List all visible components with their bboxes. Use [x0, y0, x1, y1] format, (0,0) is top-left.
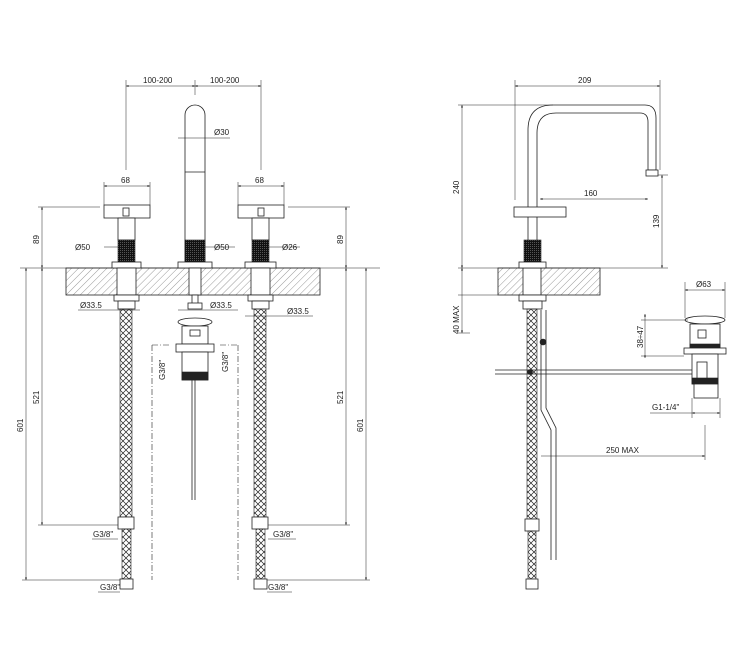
dim-drain-thread: G1-1/4"	[652, 403, 679, 412]
dim-left-hose-short: 521	[32, 390, 41, 404]
dim-spacing-left: 100-200	[143, 76, 173, 85]
dim-drain-diameter: Ø63	[696, 280, 712, 289]
side-view: 209 240 160 139 40 MAX Ø63 38÷47	[452, 76, 727, 590]
dim-outlet-height: 139	[652, 214, 661, 228]
right-handle	[237, 204, 285, 310]
dim-right-base: Ø26	[282, 243, 298, 252]
dim-left-base: Ø50	[75, 243, 91, 252]
front-view: 100-200 100-200 Ø30 68 68 89 89 Ø50 Ø50 …	[16, 76, 380, 593]
dim-handle-width-left: 68	[121, 176, 130, 185]
dim-drain-thread-right: G3/8"	[221, 352, 230, 372]
dim-spout-shank: Ø33.5	[210, 301, 232, 310]
dim-left-hose-long: 601	[16, 418, 25, 432]
dim-handle-height-right: 89	[336, 235, 345, 244]
countertop-section-side	[497, 267, 601, 296]
dim-handle-width-right: 68	[255, 176, 264, 185]
dim-right-hose-short: 521	[336, 390, 345, 404]
dim-right-fitting-lower: G3/8"	[268, 583, 288, 592]
dim-left-fitting-upper: G3/8"	[93, 530, 113, 539]
dim-rod-length: 250 MAX	[606, 446, 640, 455]
popup-drain	[151, 317, 239, 580]
dim-spout-diameter: Ø30	[214, 128, 230, 137]
dim-spacing-right: 100-200	[210, 76, 240, 85]
side-dimensions: 209 240 160 139 40 MAX Ø63 38÷47	[452, 76, 726, 460]
dim-right-fitting-upper: G3/8"	[273, 530, 293, 539]
spout-side	[495, 104, 698, 590]
dim-spout-height: 240	[452, 180, 461, 194]
dim-handle-height-left: 89	[32, 235, 41, 244]
dim-right-shank: Ø33.5	[287, 307, 309, 316]
left-handle	[103, 204, 151, 310]
supply-hoses	[117, 308, 269, 590]
dim-spout-base: Ø50	[214, 243, 230, 252]
front-dimensions: 100-200 100-200 Ø30 68 68 89 89 Ø50 Ø50 …	[16, 76, 370, 593]
dim-left-fitting-lower: G3/8"	[100, 583, 120, 592]
spout	[177, 104, 213, 310]
dim-drain-thread-left: G3/8"	[158, 360, 167, 380]
dim-left-shank: Ø33.5	[80, 301, 102, 310]
dim-right-hose-long: 601	[356, 418, 365, 432]
dim-spout-reach: 209	[578, 76, 592, 85]
dim-lever-reach: 160	[584, 189, 598, 198]
dim-deck-thickness: 40 MAX	[452, 305, 461, 334]
dim-drain-adjust: 38÷47	[636, 325, 645, 348]
drain-side	[683, 315, 727, 399]
